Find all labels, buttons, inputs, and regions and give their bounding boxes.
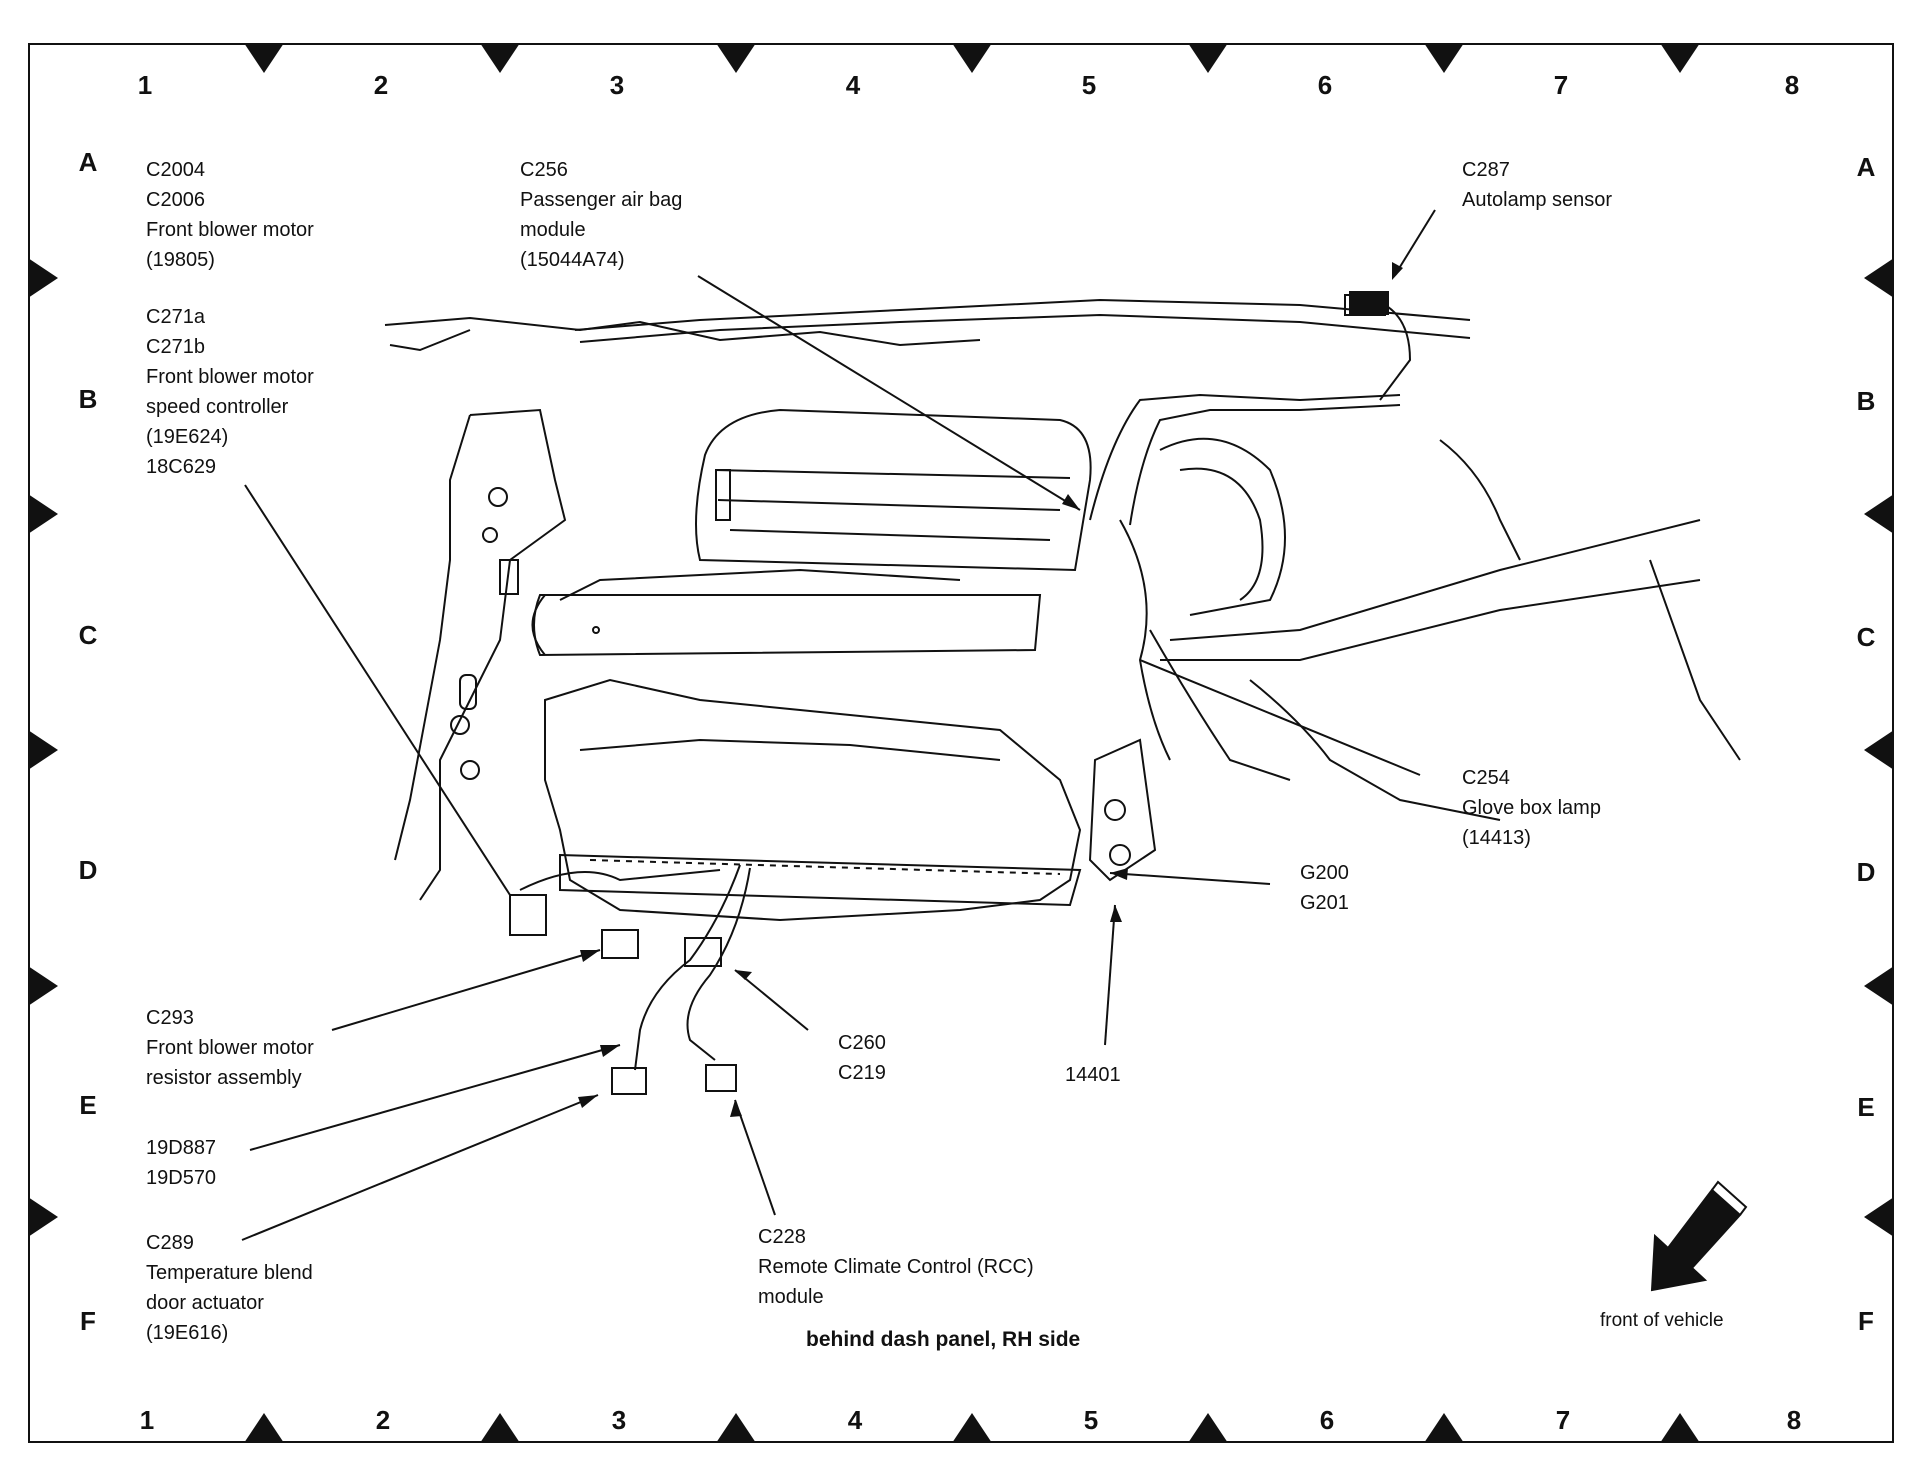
label-line: C2006	[146, 189, 205, 211]
label-line: G200	[1300, 862, 1349, 884]
col-label-bottom: 8	[1786, 1405, 1802, 1435]
label-line: (15044A74)	[520, 249, 625, 271]
label-autolamp-sensor: C287 Autolamp sensor	[1462, 155, 1612, 215]
front-of-vehicle-label: front of vehicle	[1600, 1310, 1724, 1331]
label-line: Passenger air bag	[520, 189, 683, 211]
label-line: C260	[838, 1032, 886, 1054]
label-line: module	[758, 1286, 824, 1308]
col-label-bottom: 2	[375, 1405, 391, 1435]
label-temp-blend-actuator: C289 Temperature blend door actuator (19…	[146, 1228, 313, 1348]
label-line: C271a	[146, 306, 205, 328]
label-airbag-module: C256 Passenger air bag module (15044A74)	[520, 155, 682, 275]
label-line: C271b	[146, 336, 205, 358]
row-label-left: A	[78, 147, 98, 177]
label-line: module	[520, 219, 586, 241]
label-line: C287	[1462, 159, 1510, 181]
label-19d887: 19D887 19D570	[146, 1133, 216, 1193]
label-line: Autolamp sensor	[1462, 189, 1613, 211]
col-label-top: 3	[609, 70, 625, 100]
row-label-left: E	[79, 1090, 97, 1120]
label-line: Remote Climate Control (RCC)	[758, 1256, 1034, 1278]
col-label-bottom: 7	[1555, 1405, 1571, 1435]
col-label-top: 2	[373, 70, 389, 100]
col-label-bottom: 1	[139, 1405, 155, 1435]
label-line: C219	[838, 1062, 886, 1084]
arrowheads	[578, 262, 1403, 1117]
col-label-bottom: 3	[611, 1405, 627, 1435]
label-line: Front blower motor	[146, 1037, 314, 1059]
col-label-bottom: 6	[1319, 1405, 1335, 1435]
label-line: door actuator	[146, 1292, 264, 1314]
dash-structure	[384, 291, 1741, 1095]
label-line: 19D887	[146, 1137, 217, 1159]
label-rcc-module: C228 Remote Climate Control (RCC) module	[758, 1222, 1034, 1312]
grid-tick-markers	[28, 43, 1894, 1443]
leader-lines	[241, 209, 1436, 1241]
label-line: C256	[520, 159, 568, 181]
col-label-top: 4	[845, 70, 861, 100]
label-line: Front blower motor	[146, 366, 314, 388]
label-blower-resistor: C293 Front blower motor resistor assembl…	[146, 1003, 314, 1093]
label-line: 18C629	[146, 456, 217, 478]
label-harness-14401: 14401	[1065, 1060, 1121, 1090]
label-line: C2004	[146, 159, 205, 181]
label-line: G201	[1300, 892, 1349, 914]
label-line: C254	[1462, 767, 1510, 789]
label-line: speed controller	[146, 396, 289, 418]
label-line: Temperature blend	[146, 1262, 313, 1284]
col-label-top: 5	[1081, 70, 1097, 100]
row-label-left: B	[78, 384, 98, 414]
row-label-left: F	[80, 1306, 96, 1336]
label-line: C289	[146, 1232, 194, 1254]
row-label-right: B	[1856, 386, 1876, 416]
row-label-right: A	[1856, 152, 1876, 182]
label-line: 19D570	[146, 1167, 217, 1189]
label-c260-c219: C260 C219	[838, 1028, 886, 1088]
col-label-bottom: 4	[847, 1405, 863, 1435]
row-label-right: C	[1856, 622, 1876, 652]
label-line: (19805)	[146, 249, 215, 271]
label-blower-motor: C2004 C2006 Front blower motor (19805)	[146, 155, 314, 275]
diagram-caption: behind dash panel, RH side	[806, 1328, 1081, 1351]
label-line: C293	[146, 1007, 194, 1029]
row-label-left: D	[78, 855, 98, 885]
col-label-top: 6	[1317, 70, 1333, 100]
label-line: (19E624)	[146, 426, 229, 448]
row-label-right: D	[1856, 857, 1876, 887]
label-speed-controller: C271a C271b Front blower motor speed con…	[146, 302, 314, 482]
row-label-right: E	[1857, 1092, 1875, 1122]
col-label-bottom: 5	[1083, 1405, 1099, 1435]
front-of-vehicle-arrow-icon	[1650, 1180, 1748, 1292]
label-line: Glove box lamp	[1462, 797, 1601, 819]
row-label-left: C	[78, 620, 98, 650]
label-glove-box-lamp: C254 Glove box lamp (14413)	[1462, 763, 1601, 853]
col-label-top: 8	[1784, 70, 1800, 100]
label-line: Front blower motor	[146, 219, 314, 241]
col-label-top: 7	[1553, 70, 1569, 100]
col-label-top: 1	[137, 70, 153, 100]
row-label-right: F	[1858, 1306, 1874, 1336]
label-line: resistor assembly	[146, 1067, 302, 1089]
label-ground-points: G200 G201	[1300, 858, 1349, 918]
label-line: (19E616)	[146, 1322, 229, 1344]
label-line: 14401	[1065, 1064, 1121, 1086]
label-line: C228	[758, 1226, 806, 1248]
label-line: (14413)	[1462, 827, 1531, 849]
